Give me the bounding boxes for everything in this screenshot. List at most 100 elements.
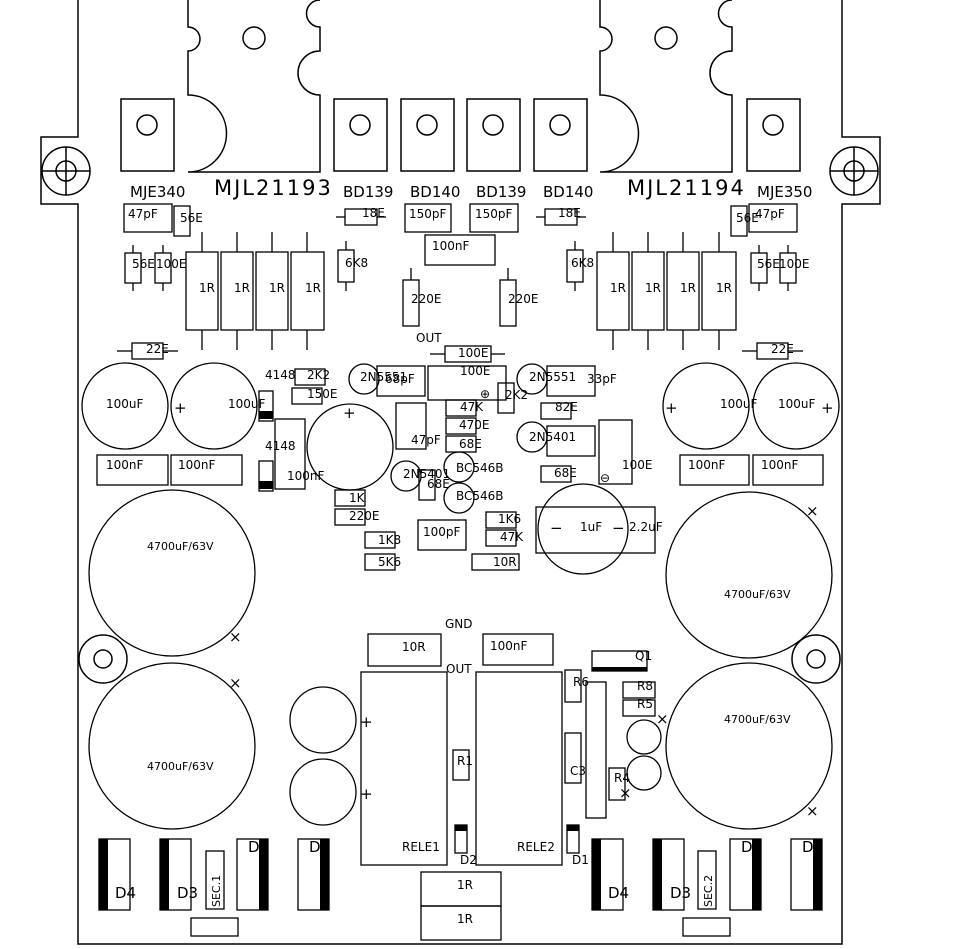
r1r-left-3: 1R <box>269 281 285 295</box>
r47k-a: 47K <box>460 400 484 414</box>
r1r-right-3: 1R <box>680 281 696 295</box>
c100nf-2: 100nF <box>178 458 216 472</box>
mounting-hole-top-left <box>41 146 91 196</box>
r470e: 470E <box>459 418 490 432</box>
emitter-resistors <box>185 232 737 350</box>
c100uf-4: 100uF <box>778 397 816 411</box>
c47pf: 47pF <box>411 433 441 447</box>
q2n5401-b: 2N5401 <box>403 467 450 481</box>
c150-left: 150pF <box>409 207 447 221</box>
d1-left: D <box>309 838 321 856</box>
cross-2: × <box>229 628 242 646</box>
r82e: 82E <box>555 400 578 414</box>
gnd-label: GND <box>445 617 473 631</box>
r1r-left-1: 1R <box>199 281 215 295</box>
c150-right: 150pF <box>475 207 513 221</box>
polarity-minus: ⊖ <box>600 471 610 485</box>
cross-r5: × <box>656 710 669 728</box>
c3-label: C3 <box>570 764 586 778</box>
r56-right: 56E <box>736 211 759 225</box>
r10r-b: 10R <box>402 640 426 654</box>
r22-left: 22E <box>146 342 169 356</box>
rectifier-diodes <box>98 838 823 911</box>
mounting-holes <box>41 146 879 684</box>
plus-2: + <box>343 404 356 422</box>
c4700-3: 4700uF/63V <box>147 760 214 773</box>
sec2-label: SEC.2 <box>702 875 715 907</box>
top-passive-labels: 47pF 56E 18E 150pF 150pF 18E 56E 47pF 10… <box>128 206 810 345</box>
r68e-b: 68E <box>427 477 450 491</box>
protection-labels: GND 10R 100nF Q1 OUT R6 R8 R5 × + + R1 C… <box>360 617 669 926</box>
mjl21193-outline <box>187 0 321 173</box>
bd139-a-label: BD139 <box>343 183 393 201</box>
rectifier-bands <box>99 839 822 910</box>
r56-left-2: 56E <box>132 257 155 271</box>
r1r-left-4: 1R <box>305 281 321 295</box>
r220e-c: 220E <box>349 509 380 523</box>
c100uf-2: 100uF <box>228 397 266 411</box>
d2-left: D2 <box>248 838 269 856</box>
r18-left: 18E <box>362 206 385 220</box>
r1r-bottom-2: 1R <box>457 912 473 926</box>
r68e-a: 68E <box>459 437 482 451</box>
rele1-label: RELE1 <box>402 840 440 854</box>
driver-area <box>117 342 803 575</box>
d1-right: D <box>802 838 814 856</box>
r220-right: 220E <box>508 292 539 306</box>
d4-right: D4 <box>608 884 629 902</box>
d2-right: D2 <box>741 838 762 856</box>
r2k2-b: 2K2 <box>505 388 528 402</box>
r1r-right-2: 1R <box>645 281 661 295</box>
mjl21193-label: MJL21193 <box>214 176 333 200</box>
c100nf-6: 100nF <box>490 639 528 653</box>
r56-right-2: 56E <box>757 257 780 271</box>
r6k8-left: 6K8 <box>345 256 368 270</box>
r18-right: 18E <box>558 206 581 220</box>
r100e-a: 100E <box>458 346 489 360</box>
r68e-c: 68E <box>554 466 577 480</box>
out-label-top: OUT <box>416 331 442 345</box>
cross-4: × <box>806 802 819 820</box>
mounting-hole-mid-left <box>78 634 128 684</box>
r100-left-2: 100E <box>156 257 187 271</box>
c1uf-minus: − <box>550 519 563 537</box>
polarity-plus: ⊕ <box>480 387 490 401</box>
c100nf-small: 100nF <box>287 469 325 483</box>
protection-area <box>190 633 731 941</box>
board-outline <box>40 0 881 945</box>
c22uf-label: 2.2uF <box>629 520 663 534</box>
film-caps-labels: 100nF 100nF 100nF 100nF <box>106 458 799 472</box>
bd140-a-label: BD140 <box>410 183 460 201</box>
film-caps-row <box>96 454 824 486</box>
r100e-c: 100E <box>622 458 653 472</box>
r1k: 1K <box>349 491 366 505</box>
plus-1: + <box>174 399 187 417</box>
r56-left: 56E <box>180 211 203 225</box>
c100nf-4: 100nF <box>761 458 799 472</box>
cross-r4: × <box>619 784 632 802</box>
d3-right: D3 <box>670 884 691 902</box>
diode-bands <box>259 411 273 489</box>
plus-relay-1: + <box>360 713 373 731</box>
r8-label: R8 <box>637 679 653 693</box>
top-passives <box>123 203 798 327</box>
filter-caps <box>88 489 833 830</box>
r5k6: 5K6 <box>378 555 401 569</box>
c47p-right: 47pF <box>755 207 785 221</box>
r100e-b: 100E <box>460 364 491 378</box>
r5-label: R5 <box>637 697 653 711</box>
c100uf-3: 100uF <box>720 397 758 411</box>
r6-label: R6 <box>573 675 589 689</box>
c100nf-1: 100nF <box>106 458 144 472</box>
c100pf: 100pF <box>423 525 461 539</box>
mjl21194-label: MJL21194 <box>627 176 746 200</box>
r10r-a: 10R <box>493 555 517 569</box>
q2n5551-b: 2N5551 <box>529 370 576 384</box>
c4700-1: 4700uF/63V <box>147 540 214 553</box>
protection-fills <box>455 667 647 831</box>
r22-right: 22E <box>771 342 794 356</box>
r100-right-2: 100E <box>779 257 810 271</box>
d4-left: D4 <box>115 884 136 902</box>
transistor-labels: MJE340 MJL21193 BD139 BD140 BD139 BD140 … <box>130 176 812 201</box>
